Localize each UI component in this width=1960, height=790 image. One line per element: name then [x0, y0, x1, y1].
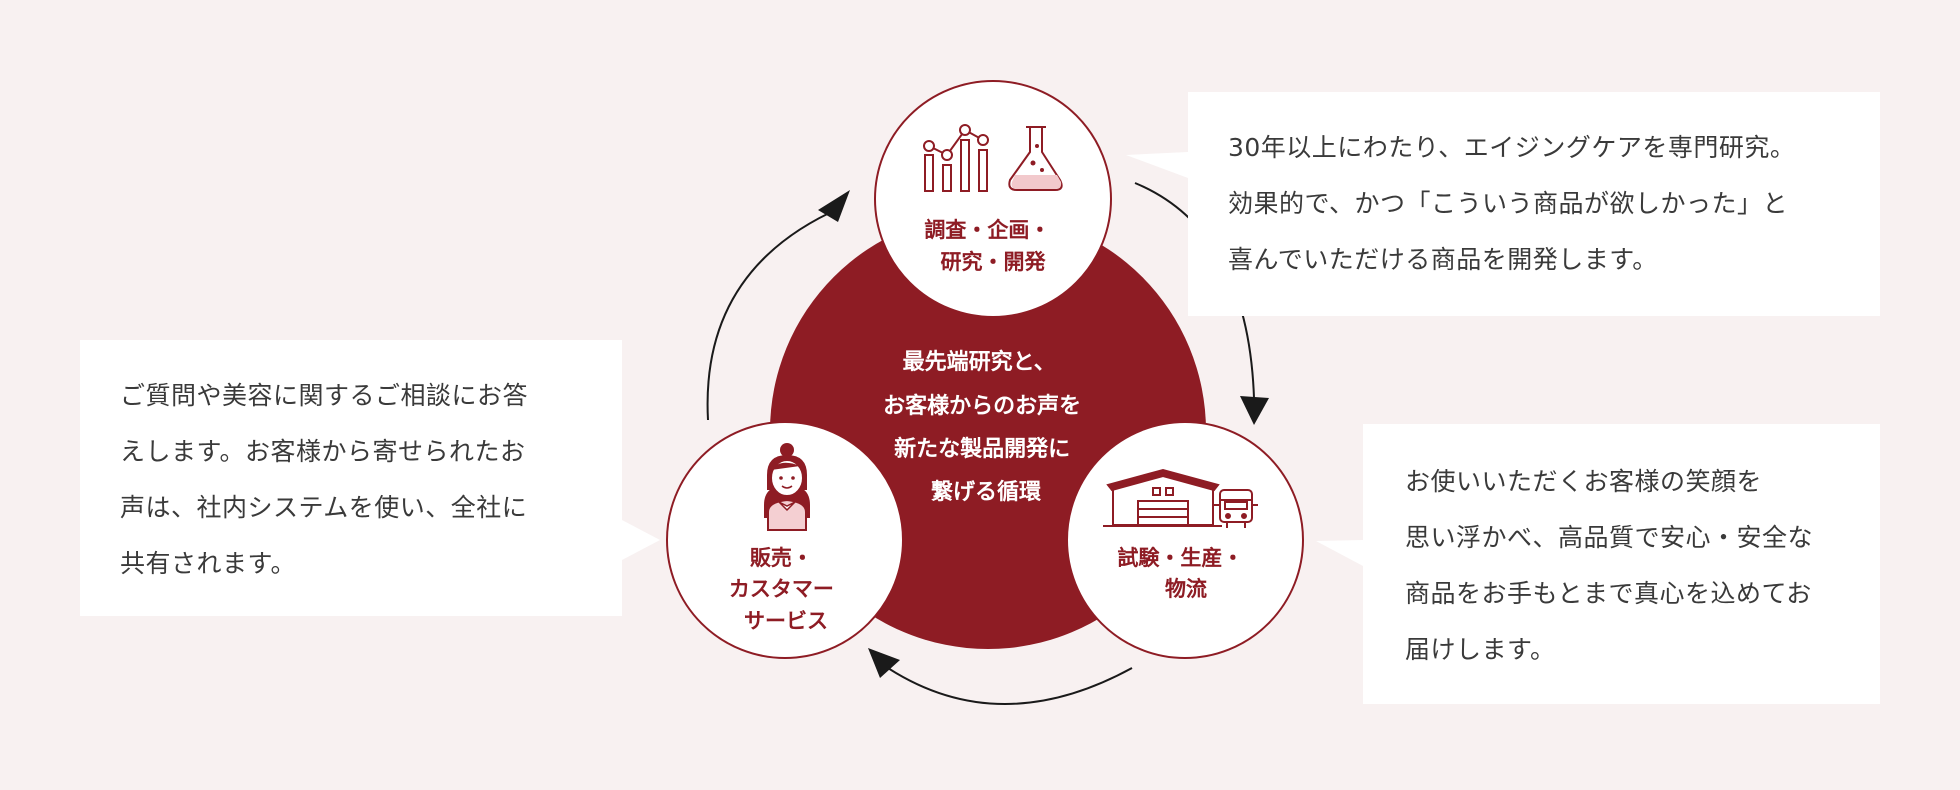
truck-icon — [1214, 489, 1258, 528]
description-line: えします。お客様から寄せられたお — [120, 437, 526, 466]
node-label-line: 研究・開発 — [941, 250, 1047, 274]
node-label-line: サービス — [744, 609, 828, 633]
description-line: 30年以上にわたり、エイジングケアを専門研究。 — [1228, 133, 1796, 162]
node-label-line: 調査・企画・ — [924, 218, 1050, 242]
cycle-arc-left — [706, 207, 841, 421]
node-label-line: カスタマー — [729, 577, 834, 601]
description-text: 30年以上にわたり、エイジングケアを専門研究。 効果的で、かつ「こういう商品が欲… — [1228, 120, 1840, 288]
bar-chart-icon — [923, 124, 989, 192]
description-box-production: お使いいただくお客様の笑顔を 思い浮かべ、高品質で安心・安全な 商品をお手もとま… — [1363, 424, 1880, 704]
node-service: 販売・ カスタマー サービス — [666, 421, 904, 659]
node-research: 調査・企画・ 研究・開発 — [874, 80, 1112, 318]
flask-icon — [1008, 126, 1063, 191]
description-line: 効果的で、かつ「こういう商品が欲しかった」と — [1228, 189, 1789, 218]
node-label-line: 物流 — [1165, 577, 1207, 601]
cycle-arrowhead — [818, 190, 850, 222]
svg-text:最先端研究と、 お客様からのお声を 新たな製: 最先端研究と、 お客様からのお声を 新たな製品開発に 繋げる循環 — [883, 349, 1089, 505]
node-production: 試験・生産・ 物流 — [1066, 421, 1304, 659]
description-line: 声は、社内システムを使い、全社に — [120, 493, 528, 522]
callout-pointer-left — [622, 520, 660, 560]
svg-text:試験・生産・ 物流: 試験・生産・ 物流 — [1117, 546, 1250, 601]
cycle-arrowhead — [868, 648, 900, 678]
description-text: ご質問や美容に関するご相談にお答 えします。お客様から寄せられたお 声は、社内シ… — [120, 368, 582, 592]
callout-pointer-top — [1126, 152, 1188, 178]
description-box-service: ご質問や美容に関するご相談にお答 えします。お客様から寄せられたお 声は、社内シ… — [80, 340, 622, 616]
center-text-line: 新たな製品開発に — [894, 436, 1070, 462]
svg-text:販売・ カスタマー サービス: 販売・ カスタマー サービス — [729, 546, 841, 633]
center-text-line: お客様からのお声を — [883, 393, 1081, 419]
svg-text:調査・企画・ 研究・開発: 調査・企画・ 研究・開発 — [924, 218, 1057, 274]
node-label-line: 試験・生産・ — [1117, 546, 1243, 570]
center-text-line: 最先端研究と、 — [903, 349, 1056, 375]
description-box-research: 30年以上にわたり、エイジングケアを専門研究。 効果的で、かつ「こういう商品が欲… — [1188, 92, 1880, 316]
description-line: お使いいただくお客様の笑顔を — [1405, 467, 1763, 496]
description-line: 届けします。 — [1405, 635, 1556, 664]
factory-icon — [1103, 468, 1222, 527]
description-line: 商品をお手もとまで真心を込めてお — [1405, 579, 1812, 608]
description-line: 喜んでいただける商品を開発します。 — [1228, 245, 1658, 274]
center-text-line: 繋げる循環 — [931, 479, 1042, 505]
cycle-arc-bottom — [887, 667, 1133, 705]
staff-woman-icon — [764, 443, 810, 531]
cycle-arrowhead — [1240, 396, 1269, 425]
node-label-line: 販売・ — [750, 546, 813, 570]
description-line: 共有されます。 — [120, 549, 297, 578]
description-line: ご質問や美容に関するご相談にお答 — [120, 381, 529, 410]
description-line: 思い浮かべ、高品質で安心・安全な — [1405, 523, 1814, 552]
callout-pointer-right — [1316, 540, 1363, 566]
description-text: お使いいただくお客様の笑顔を 思い浮かべ、高品質で安心・安全な 商品をお手もとま… — [1405, 454, 1840, 678]
